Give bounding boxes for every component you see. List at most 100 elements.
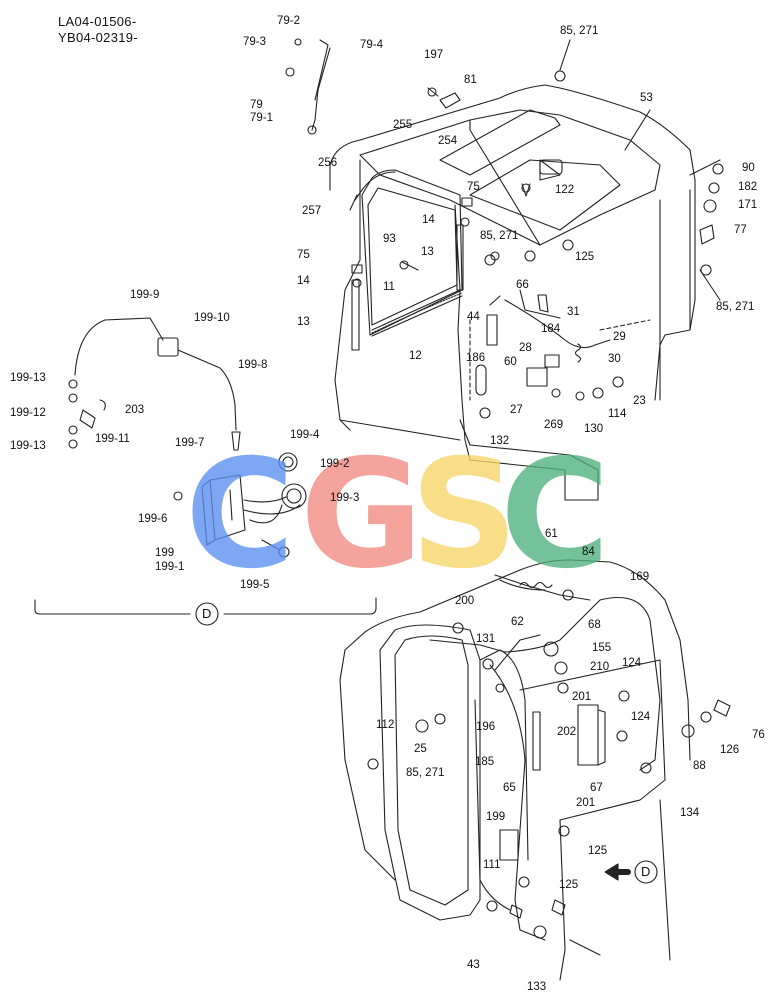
part-label: 197 [424,49,444,61]
part-label: 28 [519,342,532,354]
part-label: 81 [464,74,477,86]
part-label: 201 [576,797,596,809]
part-label: 254 [438,135,458,147]
part-label: 31 [567,306,580,318]
watermark-letter-s: S [410,428,519,602]
detail-bracket-d [34,597,377,626]
part-label: 43 [467,959,480,971]
part-label: 201 [572,691,592,703]
part-label: 27 [510,404,523,416]
watermark-letter-g: G [300,428,424,602]
part-label: 75 [297,249,310,261]
part-label: 199-3 [330,492,360,504]
part-label: 85, 271 [480,230,519,242]
part-label: 171 [738,199,758,211]
part-label: 199-5 [240,579,270,591]
part-label: 202 [557,726,577,738]
part-label: 93 [383,233,396,245]
light-assembly-199 [68,317,307,558]
part-label: 76 [752,729,765,741]
model-code-line-2: YB04-02319- [58,30,138,45]
part-label: 79-4 [360,39,384,51]
part-label: 199-7 [175,437,205,449]
part-label: 196 [476,721,496,733]
part-label: 30 [608,353,621,365]
part-label: 29 [613,331,626,343]
part-label: 155 [592,642,612,654]
part-label: 182 [738,181,758,193]
part-label: 199-2 [320,458,350,470]
part-label: 199-13 [10,440,46,452]
part-label: 44 [467,311,480,323]
part-label: 77 [734,224,747,236]
part-label: 199-9 [130,289,160,301]
part-label: 169 [630,571,650,583]
part-label: 67 [590,782,603,794]
part-label: 184 [541,323,561,335]
lower-cab-outline [339,559,731,981]
part-label: 199 [155,547,175,559]
part-label: 124 [622,657,642,669]
part-label: 210 [590,661,610,673]
part-label: 84 [582,546,595,558]
part-label: 65 [503,782,516,794]
part-label: 11 [383,281,395,293]
part-label: 255 [393,119,413,131]
part-label: 66 [516,279,529,291]
part-label: 85, 271 [560,25,599,37]
part-label: 269 [544,419,564,431]
part-label: 79-1 [250,112,274,124]
part-label: 131 [476,633,496,645]
part-label: 199-6 [138,513,168,525]
part-label: 199-10 [194,312,230,324]
part-label: 114 [608,408,627,420]
part-label: 90 [742,162,755,174]
part-label: 186 [466,352,486,364]
part-label: 111 [483,859,501,871]
part-label: 125 [588,845,608,857]
part-label: 132 [490,435,510,447]
part-label: 199-1 [155,561,185,573]
part-label: 53 [640,92,653,104]
part-label: 62 [511,616,524,628]
part-label: 85, 271 [406,767,445,779]
part-label: 122 [555,184,575,196]
part-label: 13 [297,316,310,328]
part-label: 14 [422,214,435,226]
part-label: 12 [409,350,422,362]
part-label: 85, 271 [716,301,755,313]
model-code-line-1: LA04-01506- [58,14,137,29]
part-label: 125 [559,879,579,891]
part-label: 199-12 [10,407,46,419]
part-label: 79-3 [243,36,267,48]
upper-cab-outline [285,38,724,501]
part-label: 199-13 [10,372,46,384]
part-label: 125 [575,251,595,263]
detail-marker-d-arrow: D [641,864,651,879]
part-label: 75 [467,181,480,193]
part-label: 199-8 [238,359,268,371]
part-label: 23 [633,395,646,407]
part-label: 68 [588,619,601,631]
part-label: 60 [504,356,517,368]
part-label: 199-11 [95,433,130,445]
part-label: 133 [527,981,547,993]
part-label: 130 [584,423,604,435]
part-label: 13 [421,246,434,258]
part-label: 112 [376,719,395,731]
part-label: 14 [297,275,310,287]
part-label: 200 [455,595,475,607]
part-label: 256 [318,157,338,169]
part-label: 79-2 [277,15,301,27]
detail-marker-d: D [202,606,212,621]
part-label: 88 [693,760,706,772]
part-label: 199-4 [290,429,320,441]
watermark-letter-c1: C [185,428,296,602]
part-label: 126 [720,744,740,756]
watermark-letter-c2: C [500,428,611,602]
part-label: 61 [545,528,558,540]
part-label: 124 [631,711,651,723]
part-label: 79 [250,99,263,111]
